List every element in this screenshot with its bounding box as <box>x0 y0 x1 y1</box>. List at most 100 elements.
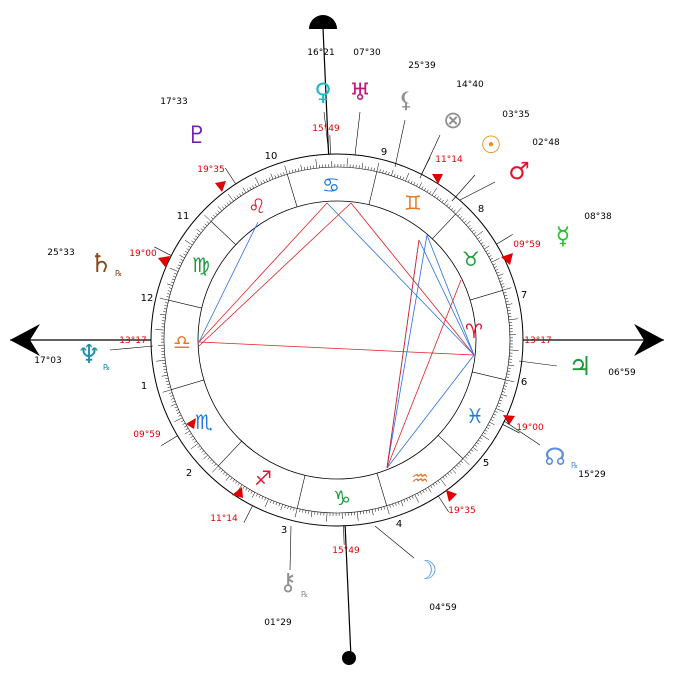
degree-tick <box>374 508 376 512</box>
degree-tick <box>468 451 472 455</box>
house-number: 7 <box>521 290 527 301</box>
degree-tick <box>174 417 183 422</box>
planet-pluto: ♇ 17°33 <box>160 97 207 149</box>
degree-tick <box>228 193 234 202</box>
degree-tick <box>166 283 173 286</box>
degree-tick <box>471 229 475 233</box>
degree-tick <box>505 298 509 300</box>
degree-tick <box>457 213 461 217</box>
cusp-marker-icon <box>503 415 515 425</box>
degree-tick <box>195 235 198 238</box>
degree-tick <box>197 445 201 448</box>
degree-tick <box>174 272 178 275</box>
degree-tick <box>395 502 397 506</box>
degree-tick <box>505 379 515 383</box>
degree-tick <box>444 474 448 478</box>
degree-tick <box>437 480 440 484</box>
retrograde-icon: ℞ <box>115 269 122 278</box>
leader-line <box>451 174 476 202</box>
degree-tick <box>220 469 224 473</box>
degree-tick <box>166 296 170 298</box>
degree-tick <box>170 403 177 407</box>
degree-tick <box>486 427 490 430</box>
degree-tick <box>417 493 420 496</box>
degree-tick <box>172 400 176 403</box>
degree-tick <box>284 505 286 509</box>
degree-tick <box>346 158 348 168</box>
degree-tick <box>256 493 258 497</box>
cusp-degree: 19°00 <box>129 249 157 259</box>
cusp-marker-icon <box>232 487 243 498</box>
aspect-line <box>418 239 475 356</box>
degree-tick <box>264 497 267 501</box>
degree-tick <box>483 432 486 435</box>
leader-line <box>109 345 154 351</box>
degree-tick <box>490 257 493 260</box>
sign-divider <box>432 213 456 240</box>
degree-tick <box>218 467 221 471</box>
degree-tick <box>196 228 202 233</box>
degree-tick <box>217 210 220 214</box>
planet-degree: 14°40 <box>456 80 484 90</box>
degree-tick <box>258 494 261 498</box>
degree-tick <box>490 419 494 421</box>
degree-tick <box>470 449 474 452</box>
degree-tick <box>272 501 275 505</box>
degree-tick <box>304 167 306 171</box>
degree-tick <box>492 263 496 266</box>
leo-icon: ♌ <box>248 194 266 218</box>
degree-tick <box>167 293 171 295</box>
house-number: 5 <box>483 458 489 469</box>
degree-tick <box>502 388 506 390</box>
house-number: 12 <box>141 293 154 304</box>
sun-icon: ☉ <box>480 131 502 159</box>
planet-north-node: ☊ ℞ 15°29 <box>544 443 606 480</box>
degree-tick <box>449 470 452 474</box>
degree-tick <box>481 434 490 441</box>
degree-tick <box>188 433 192 436</box>
ic-marker-icon <box>342 651 356 665</box>
degree-tick <box>275 502 278 506</box>
degree-tick <box>406 498 408 502</box>
degree-tick <box>498 402 502 405</box>
neptune-icon: ♆ <box>77 340 100 370</box>
aspect-line <box>350 202 475 356</box>
degree-tick <box>305 510 307 514</box>
degree-tick <box>458 462 461 466</box>
house-number: 2 <box>186 468 192 479</box>
degree-tick <box>376 162 380 172</box>
degree-tick <box>373 167 375 172</box>
degree-tick <box>190 435 194 438</box>
degree-tick <box>414 494 419 503</box>
degree-tick <box>473 232 477 235</box>
degree-tick <box>230 477 233 481</box>
degree-tick <box>298 168 300 172</box>
degree-ticks <box>155 158 519 522</box>
degree-tick <box>432 483 435 487</box>
dsc-degree: 13°17 <box>524 336 551 346</box>
sign-divider <box>296 475 306 509</box>
degree-tick <box>261 496 264 500</box>
degree-tick <box>156 359 166 362</box>
degree-tick <box>181 420 184 423</box>
degree-tick <box>421 186 424 190</box>
degree-tick <box>504 295 508 297</box>
degree-tick <box>210 216 214 220</box>
aspect-line <box>386 234 428 469</box>
degree-tick <box>215 212 218 216</box>
degree-tick <box>425 488 428 492</box>
degree-tick <box>236 195 239 198</box>
cancer-icon: ♋ <box>322 173 340 197</box>
asc-degree: 13°17 <box>119 336 146 346</box>
axes <box>10 15 664 665</box>
degree-tick <box>393 173 396 177</box>
leader-line <box>518 360 558 367</box>
degree-tick <box>294 508 298 518</box>
degree-tick <box>391 169 394 176</box>
degree-tick <box>496 271 500 274</box>
planet-degree: 03°35 <box>502 110 529 120</box>
mercury-icon: ☿ <box>556 222 571 250</box>
degree-tick <box>274 175 277 179</box>
degree-tick <box>495 408 505 413</box>
degree-tick <box>249 186 252 190</box>
